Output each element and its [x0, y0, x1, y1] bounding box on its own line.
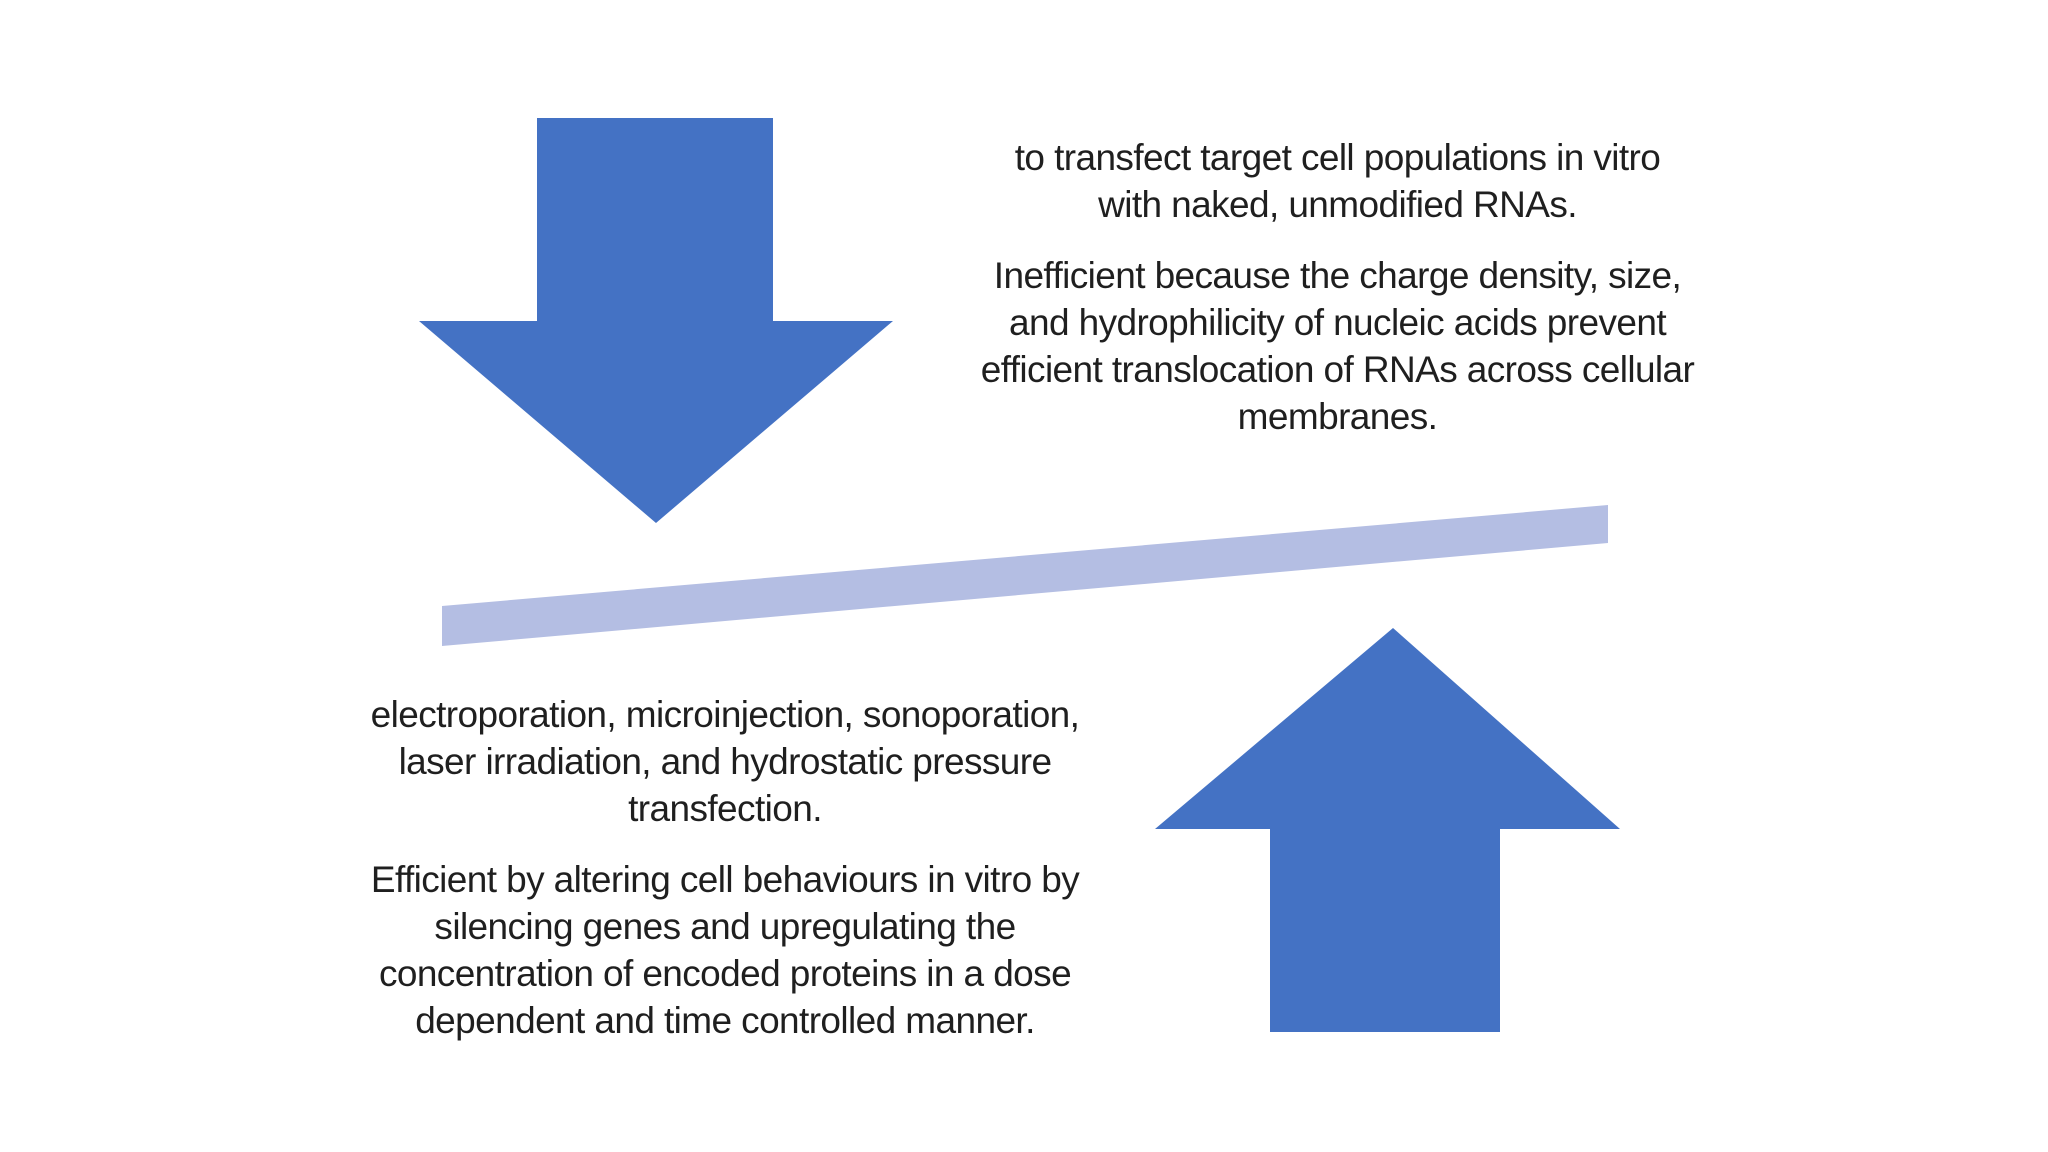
- inefficiency-reason-paragraph: Inefficient because the charge density, …: [900, 252, 1775, 440]
- down-arrow-icon: [419, 118, 893, 523]
- text-line: efficient translocation of RNAs across c…: [980, 349, 1695, 390]
- text-line: membranes.: [1237, 396, 1438, 437]
- text-line: Efficient by altering cell behaviours in…: [370, 859, 1080, 900]
- text-line: dependent and time controlled manner.: [415, 1000, 1035, 1041]
- inefficient-method-text-block: to transfect target cell populations in …: [900, 134, 1775, 440]
- text-line: laser irradiation, and hydrostatic press…: [398, 741, 1052, 782]
- physical-methods-paragraph: electroporation, microinjection, sonopor…: [280, 691, 1170, 832]
- text-line: with naked, unmodified RNAs.: [1098, 184, 1577, 225]
- text-line: electroporation, microinjection, sonopor…: [370, 694, 1080, 735]
- tilted-bar-shape: [442, 505, 1608, 646]
- text-line: transfection.: [628, 788, 822, 829]
- up-arrow-icon: [1155, 628, 1620, 1032]
- text-line: silencing genes and upregulating the: [434, 906, 1016, 947]
- text-line: concentration of encoded proteins in a d…: [378, 953, 1072, 994]
- efficiency-benefit-paragraph: Efficient by altering cell behaviours in…: [280, 856, 1170, 1044]
- efficient-method-text-block: electroporation, microinjection, sonopor…: [280, 691, 1170, 1044]
- text-line: and hydrophilicity of nucleic acids prev…: [1008, 302, 1667, 343]
- text-line: to transfect target cell populations in …: [1014, 137, 1661, 178]
- naked-rna-paragraph: to transfect target cell populations in …: [900, 134, 1775, 228]
- text-line: Inefficient because the charge density, …: [993, 255, 1682, 296]
